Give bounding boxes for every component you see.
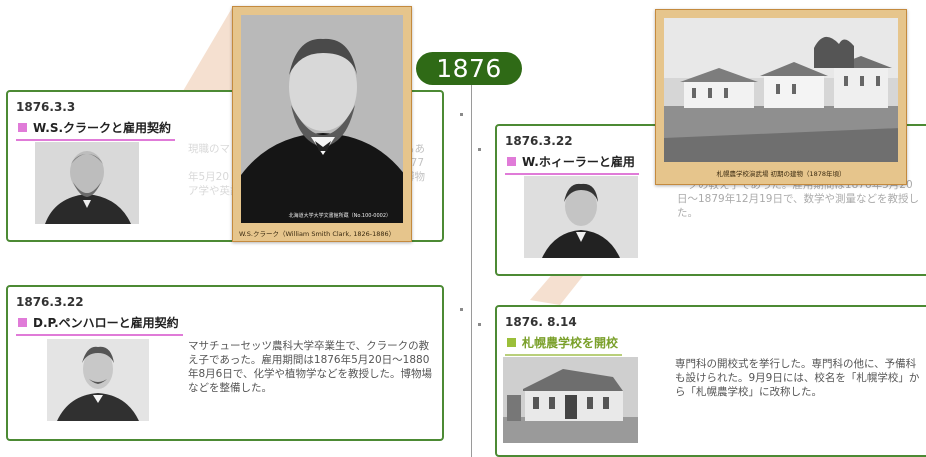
school-thumbnail[interactable]: [503, 357, 638, 443]
clark-thumbnail[interactable]: [35, 142, 139, 224]
popup-caption: W.S.クラーク（William Smith Clark, 1826-1886）: [239, 230, 396, 238]
event-date: 1876. 8.14: [505, 315, 577, 329]
event-title[interactable]: 札幌農学校を開校: [505, 334, 623, 356]
timeline-tick: [478, 323, 481, 326]
timeline-tick: [460, 113, 463, 116]
event-description: 現職のマ 年5月20 ア学や英語: [188, 143, 241, 197]
year-badge: 1876: [416, 52, 522, 85]
timeline-tick: [460, 308, 463, 311]
event-title[interactable]: D.P.ペンハローと雇用契約: [16, 314, 183, 336]
bullet-square-icon: [18, 318, 27, 327]
event-title[interactable]: W.S.クラークと雇用契約: [16, 119, 176, 141]
event-title[interactable]: W.ホィーラーと雇用: [505, 153, 639, 175]
bullet-square-icon: [18, 123, 27, 132]
timeline-tick: [478, 148, 481, 151]
clark-portrait: 北海道大学大学文書館所蔵（No.100-0002）: [241, 15, 403, 223]
bullet-square-icon: [507, 338, 516, 347]
clark-portrait-popup[interactable]: 北海道大学大学文書館所蔵（No.100-0002） W.S.クラーク（Willi…: [232, 6, 412, 242]
bullet-square-icon: [507, 157, 516, 166]
event-description: 専門科の開校式を挙行した。専門科の他に、予備科も設けられた。9月9日には、校名を…: [675, 358, 920, 398]
event-date: 1876.3.22: [16, 295, 84, 309]
timeline-axis: [471, 78, 472, 457]
wheeler-thumbnail[interactable]: [524, 176, 638, 258]
portrait-archive-caption: 北海道大学大学文書館所蔵（No.100-0002）: [289, 212, 391, 219]
event-description: マサチューセッツ農科大学卒業生で、クラークの教え子であった。雇用期間は1876年…: [188, 340, 432, 394]
popup-caption: 札幌農学校演武場 初期の建物（1878年頃）: [716, 170, 846, 178]
event-card-school[interactable]: 1876. 8.14 札幌農学校を開校 専門科の開校式を挙行した。専門科の他に、…: [495, 305, 926, 457]
event-title-text: W.S.クラークと雇用契約: [33, 121, 172, 135]
event-date: 1876.3.22: [505, 134, 573, 148]
event-title-text: W.ホィーラーと雇用: [522, 155, 635, 169]
event-title-text: 札幌農学校を開校: [522, 336, 619, 350]
school-historic-photo: [664, 18, 898, 162]
event-card-penhallow[interactable]: 1876.3.22 D.P.ペンハローと雇用契約 マサチューセッツ農科大学卒業生…: [6, 285, 444, 441]
event-title-text: D.P.ペンハローと雇用契約: [33, 316, 179, 330]
penhallow-thumbnail[interactable]: [47, 339, 149, 421]
school-photo-popup[interactable]: 札幌農学校演武場 初期の建物（1878年頃）: [655, 9, 907, 185]
event-date: 1876.3.3: [16, 100, 76, 114]
